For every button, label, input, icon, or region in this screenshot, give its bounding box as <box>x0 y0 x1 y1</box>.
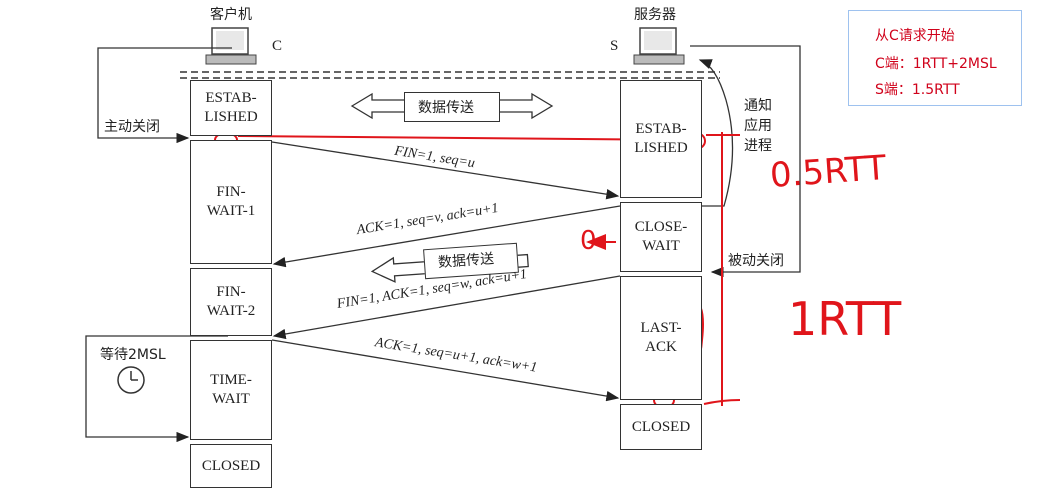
passive-close-path <box>690 45 801 278</box>
server-state-close-wait: CLOSE- WAIT <box>620 202 702 272</box>
client-title: 客户机 <box>210 7 252 23</box>
client-state-fin-wait-2: FIN- WAIT-2 <box>190 268 272 336</box>
active-close-path <box>97 47 232 144</box>
note-line-3: S端：1.5RTT <box>875 82 960 98</box>
annotation-one-rtt: 1RTT <box>788 292 902 346</box>
client-state-established: ESTAB- LISHED <box>190 80 272 136</box>
server-state-established: ESTAB- LISHED <box>620 80 702 198</box>
msg-arrow-ack2 <box>271 339 620 402</box>
server-computer-icon <box>633 27 685 65</box>
server-state-closed: CLOSED <box>620 404 702 450</box>
server-state-last-ack: LAST- ACK <box>620 276 702 400</box>
notify-app-path <box>680 59 734 207</box>
annotation-half-rtt: 0.5RTT <box>768 147 888 197</box>
client-letter: C <box>272 38 283 54</box>
clock-icon <box>117 366 145 394</box>
note-line-1: 从C请求开始 <box>875 28 955 44</box>
data-transfer-label-1: 数据传送 <box>418 100 474 116</box>
note-line-2: C端：1RTT+2MSL <box>875 56 997 72</box>
data-transfer-box-1 <box>404 92 500 122</box>
msg-arrow-fin1 <box>271 141 620 200</box>
client-state-fin-wait-1: FIN- WAIT-1 <box>190 140 272 264</box>
client-state-closed: CLOSED <box>190 444 272 488</box>
client-computer-icon <box>205 27 257 65</box>
client-state-time-wait: TIME- WAIT <box>190 340 272 440</box>
annotation-zero: 0 <box>580 226 597 256</box>
server-letter: S <box>610 38 619 54</box>
wait-2msl-path <box>85 335 228 443</box>
data-transfer-label-2: 数据传送 <box>437 251 495 271</box>
passive-close-label: 被动关闭 <box>728 253 784 269</box>
server-title: 服务器 <box>634 7 676 23</box>
msg-arrow-ack1 <box>272 205 621 268</box>
notify-app-label: 通知 应用 进程 <box>744 98 772 154</box>
note-box: 从C请求开始 C端：1RTT+2MSL S端：1.5RTT <box>848 10 1022 106</box>
msg-arrow-fin2 <box>272 275 621 340</box>
active-close-label: 主动关闭 <box>104 119 160 135</box>
wait-2msl-label: 等待2MSL <box>100 347 166 363</box>
